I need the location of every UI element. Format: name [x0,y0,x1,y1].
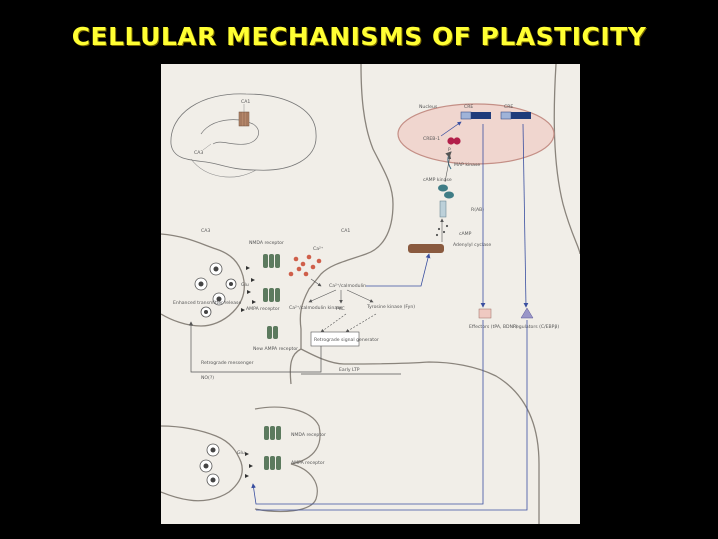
ca2plus-dots [288,254,322,277]
camp-dots: cAMP [435,224,472,237]
slide-title: CELLULAR MECHANISMS OF PLASTICITY [71,22,647,51]
ca2plus-label: Ca²⁺ [313,246,324,252]
ampa-lower-label: AMPA receptor [291,460,325,466]
adenylyl-cyclase: Adenylyl cyclase [408,242,491,253]
ampa-receptor: AMPA receptor [246,288,280,312]
lower-presynaptic-terminal [161,425,243,502]
regulators: Regulators (C/EBPβ) [513,307,559,330]
regulators-label: Regulators (C/EBPβ) [513,324,559,330]
brain-inset: CA1 CA3 [170,93,317,178]
retrograde-messenger-label: Retrograde messenger [201,360,254,366]
glu-lower [245,452,253,478]
upper-presynaptic-terminal [161,233,245,327]
r-ab: R(AB) [439,200,484,218]
region-ca3-label: CA3 [201,228,210,234]
tyrosine-kinase-label: Tyrosine kinase (Fyn) [366,304,415,310]
glu-label: Glu [241,282,249,288]
nucleus-label: Nucleus [419,104,438,110]
inset-ca1-label: CA1 [241,99,250,105]
nmda-receptor-label: NMDA receptor [249,240,284,246]
region-ca1-label: CA1 [341,228,350,234]
camp-kinase-label: cAMP kinase [423,177,452,183]
early-ltp-label: Early LTP [339,367,360,373]
pkc-label: PKC [336,306,345,312]
adenylyl-cyclase-label: Adenylyl cyclase [453,242,491,248]
ampa-receptor-lower: AMPA receptor [264,456,325,470]
plasticity-diagram: CA1 CA3 Nucleus CRE CRE CREB-1 P MAP kin… [161,64,580,524]
camp-label: cAMP [459,231,472,237]
new-ampa-receptor: New AMPA receptor [253,326,298,352]
new-ampa-label: New AMPA receptor [253,346,298,352]
retrograde-signal-label: Retrograde signal generator [314,337,379,343]
nmda-lower-label: NMDA receptor [291,432,326,438]
camp-kinase: cAMP kinase [423,177,454,199]
ca-calmodulin-label: Ca²⁺/calmodulin [329,283,366,289]
inset-ca3-label: CA3 [194,150,203,156]
effectors: Effectors (tPA, BDNF) [469,308,518,330]
creb1: CREB-1 P [423,136,461,153]
creb1-label: CREB-1 [423,136,440,142]
map-kinase-label: MAP kinase [454,162,480,168]
cre-2-label: CRE [504,104,513,110]
cre-2: CRE [500,104,531,120]
postsynaptic-neuron [289,64,580,524]
nmda-receptor-lower: NMDA receptor [264,426,326,440]
diagram-canvas: CA1 CA3 Nucleus CRE CRE CREB-1 P MAP kin… [161,64,580,524]
cre-1: CRE [460,104,491,120]
cre-1-label: CRE [464,104,473,110]
nmda-receptor: NMDA receptor [249,240,284,268]
r-ab-label: R(AB) [471,207,484,213]
glu-lower-label: Glu [237,450,245,456]
enhanced-release-label: Enhanced transmitter release [173,300,241,306]
ca-calmodulin-kinase-label: Ca²⁺/calmodulin kinase [289,305,343,311]
glu-upper [241,266,256,312]
ampa-receptor-label: AMPA receptor [246,306,280,312]
no-label: NO(?) [201,375,214,381]
effectors-label: Effectors (tPA, BDNF) [469,324,518,330]
retrograde-signal-generator: Retrograde signal generator [310,331,379,347]
svg-text:P: P [448,147,451,153]
